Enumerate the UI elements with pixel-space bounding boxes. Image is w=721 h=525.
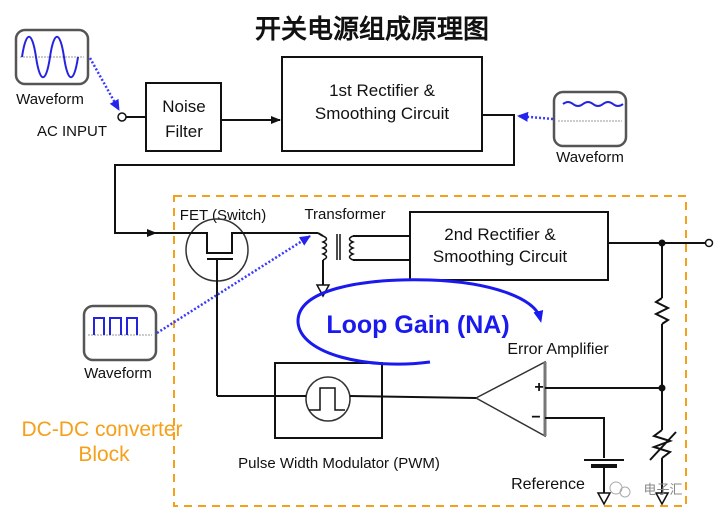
op-amp-plus: + xyxy=(534,379,543,396)
noise-filter-block: Noise Filter xyxy=(145,82,222,152)
transformer-primary-coil xyxy=(321,235,328,261)
loop-gain-indicator: Loop Gain (NA) xyxy=(296,278,544,366)
ac-input-terminal xyxy=(117,112,127,122)
wire-pwm-to-erramp xyxy=(349,395,477,399)
op-amp-minus: − xyxy=(531,409,540,426)
fet-drain-source xyxy=(156,232,318,254)
ac-waveform-label: Waveform xyxy=(16,91,84,108)
dcdc-label-line2: Block xyxy=(78,443,130,466)
resistor-icon xyxy=(653,297,671,325)
dcdc-label-line1: DC-DC converter xyxy=(21,418,182,441)
wire-minus-input xyxy=(545,417,605,458)
pwm-block: Pulse Width Modulator (PWM) xyxy=(238,362,440,472)
rectifier1-probe-link xyxy=(517,111,554,122)
wire-rect1-to-fet xyxy=(114,114,515,237)
ground-icon xyxy=(654,492,670,506)
rectifier2-line2: Smoothing Circuit xyxy=(433,247,567,266)
pulse-icon xyxy=(309,387,345,411)
ripple-dc-icon xyxy=(562,101,624,107)
sine-icon xyxy=(21,35,79,79)
watermark: 电子汇 xyxy=(609,481,683,498)
transformer: Transformer xyxy=(304,206,410,298)
wechat-icon xyxy=(619,486,631,498)
fet-probe-link xyxy=(156,234,311,335)
reference-label: Reference xyxy=(511,476,585,493)
ac-waveform-probe-link xyxy=(88,57,121,111)
rectifier1-line1: 1st Rectifier & xyxy=(329,81,435,100)
rectifier1-block: 1st Rectifier & Smoothing Circuit xyxy=(281,56,483,152)
dcdc-converter-boundary xyxy=(173,195,687,507)
noise-filter-line1: Noise xyxy=(162,97,205,116)
error-amplifier: Error Amplifier + − xyxy=(474,341,662,458)
error-amp-label: Error Amplifier xyxy=(507,341,609,358)
wire-primary-top xyxy=(317,232,324,237)
rectifier2-block: 2nd Rectifier & Smoothing Circuit xyxy=(409,211,609,281)
square-wave-icon xyxy=(93,317,138,335)
reference-source: Reference xyxy=(511,459,624,506)
noise-filter-line2: Filter xyxy=(165,122,203,141)
ground-icon xyxy=(596,492,612,506)
dc-output-terminal xyxy=(704,238,714,248)
watermark-text: 电子汇 xyxy=(643,483,682,498)
ac-input-label: AC INPUT xyxy=(37,123,107,140)
waveform-frame xyxy=(552,90,628,148)
fet-waveform-label: Waveform xyxy=(84,365,152,382)
loop-gain-label: Loop Gain (NA) xyxy=(326,311,509,339)
rectifier1-waveform-label: Waveform xyxy=(556,149,624,166)
variable-resistor-arrow xyxy=(649,431,677,461)
voltage-divider xyxy=(649,243,677,506)
rectifier2-line1: 2nd Rectifier & xyxy=(444,225,556,244)
fet-switch: FET (Switch) xyxy=(156,207,318,396)
rectifier1-waveform-monitor: Waveform xyxy=(552,90,628,166)
ac-waveform-monitor: Waveform xyxy=(14,28,90,108)
transformer-secondary-coil xyxy=(348,235,355,261)
fet-label: FET (Switch) xyxy=(180,207,266,224)
transformer-label: Transformer xyxy=(304,206,385,223)
pwm-circle xyxy=(305,376,351,422)
pwm-label: Pulse Width Modulator (PWM) xyxy=(238,455,440,472)
diagram-title: 开关电源组成原理图 xyxy=(255,14,489,45)
loop-gain-arrow xyxy=(296,278,544,366)
variable-resistor-icon xyxy=(650,429,674,459)
fet-waveform-monitor: Waveform xyxy=(82,304,158,382)
rectifier1-line2: Smoothing Circuit xyxy=(315,104,449,123)
